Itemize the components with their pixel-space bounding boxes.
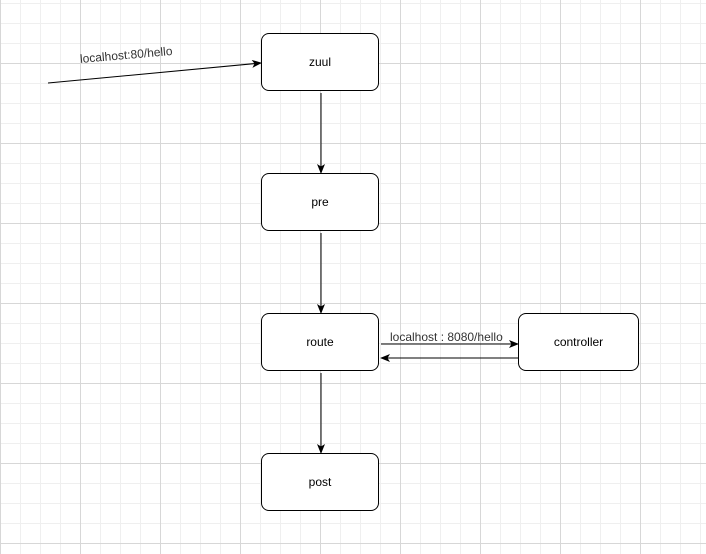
pre-node-label: pre xyxy=(311,195,329,209)
route-node[interactable]: route xyxy=(261,313,379,371)
controller-node[interactable]: controller xyxy=(518,313,639,371)
controller-node-label: controller xyxy=(553,335,604,349)
route-controller-label: localhost : 8080/hello xyxy=(390,330,503,344)
zuul-node-label: zuul xyxy=(308,55,331,69)
post-node[interactable]: post xyxy=(261,453,379,511)
pre-node[interactable]: pre xyxy=(261,173,379,231)
edge-incoming-to-zuul xyxy=(47,59,262,84)
zuul-node[interactable]: zuul xyxy=(261,33,379,91)
route-node-label: route xyxy=(306,335,334,349)
post-node-label: post xyxy=(308,475,332,489)
